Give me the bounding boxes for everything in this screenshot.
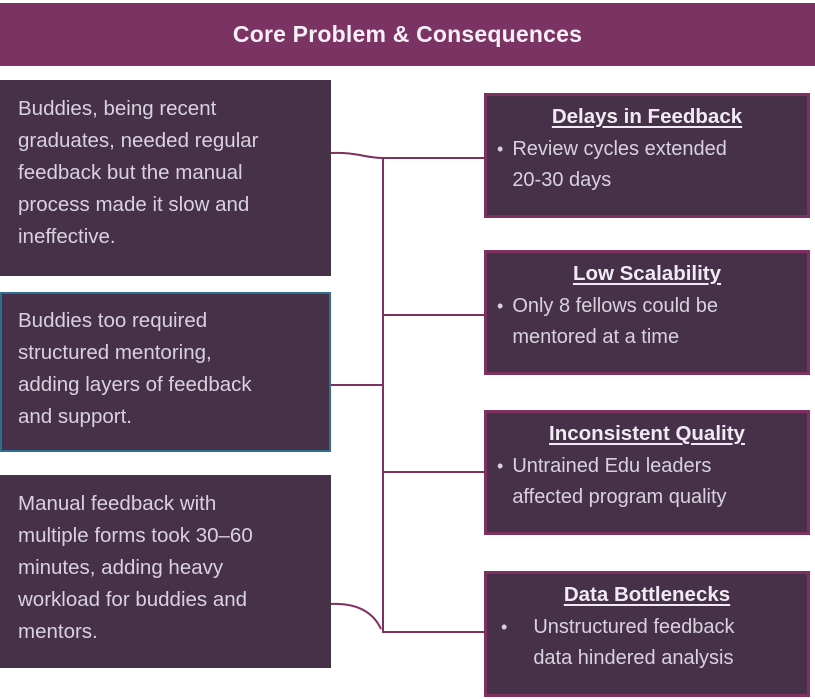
consequence-box-scalability: Low Scalability • Only 8 fellows could b…	[484, 250, 810, 375]
bullet-item: • Review cycles extended 20-30 days	[497, 134, 801, 196]
bullet-icon: •	[497, 139, 504, 159]
bullet-item: • Unstructured feedback data hindered an…	[497, 612, 801, 674]
consequence-heading: Delays in Feedback	[551, 105, 743, 128]
bullet-text: Only 8 fellows could be mentored at a ti…	[512, 295, 718, 348]
consequence-heading: Data Bottlenecks	[563, 583, 731, 606]
consequence-box-delays: Delays in Feedback • Review cycles exten…	[484, 93, 810, 218]
bullet-icon: •	[497, 296, 504, 316]
bullet-text: Untrained Edu leaders affected program q…	[512, 455, 727, 508]
bullet-item: • Only 8 fellows could be mentored at a …	[497, 291, 801, 353]
bullet-text: Review cycles extended 20-30 days	[512, 138, 727, 191]
consequence-box-quality: Inconsistent Quality • Untrained Edu lea…	[484, 410, 810, 535]
problem-box-3: Manual feedback with multiple forms took…	[0, 475, 331, 668]
bullet-item: • Untrained Edu leaders affected program…	[497, 451, 801, 513]
bullet-text: Unstructured feedback data hindered anal…	[533, 616, 735, 669]
problem-box-2: Buddies too required structured mentorin…	[0, 292, 331, 452]
problem-text: Buddies, being recent graduates, needed …	[18, 97, 259, 248]
problem-text: Manual feedback with multiple forms took…	[18, 492, 253, 643]
consequence-box-data: Data Bottlenecks • Unstructured feedback…	[484, 571, 810, 697]
bullet-icon: •	[501, 617, 508, 637]
problem-text: Buddies too required structured mentorin…	[18, 309, 252, 428]
bullet-icon: •	[497, 456, 504, 476]
problem-box-1: Buddies, being recent graduates, needed …	[0, 80, 331, 276]
consequence-heading: Low Scalability	[572, 262, 722, 285]
consequence-heading: Inconsistent Quality	[549, 422, 745, 445]
slide-title-bar: Core Problem & Consequences	[0, 3, 815, 66]
slide-title: Core Problem & Consequences	[232, 21, 583, 47]
